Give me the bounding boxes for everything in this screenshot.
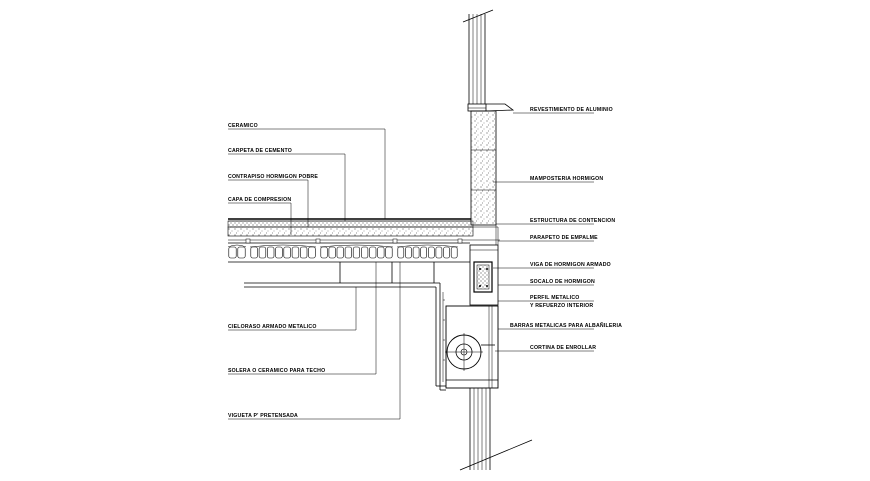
hollow-block [405,246,412,259]
label-revestimiento: REVESTIMIENTO DE ALUMINIO [530,107,613,113]
hollow-block [352,246,361,259]
right-leaders [493,112,594,352]
left-labels: CERAMICO CARPETA DE CEMENTO CONTRAPISO H… [228,123,325,419]
hollow-block [397,246,405,259]
hollow-block [258,246,267,259]
label-cortina: CORTINA DE ENROLLAR [530,345,596,351]
lower-wall [459,388,533,471]
block-top-curve [249,244,317,248]
roller-shutter-box [445,305,499,389]
left-leaders [228,128,401,420]
upper-wall [462,9,494,110]
floor-slab [227,218,500,245]
hollow-block [291,246,300,259]
label-carpeta-cemento: CARPETA DE CEMENTO [228,148,292,154]
label-refuerzo: Y REFUERZO INTERIOR [530,303,593,309]
hollow-block [283,246,291,259]
hollow-block [328,246,336,259]
label-ceramico: CERAMICO [228,123,258,129]
label-parapeto: PARAPETO DE EMPALME [530,235,598,241]
label-vigueta: VIGUETA P' PRETENSADA [228,413,298,419]
label-viga: VIGA DE HORMIGON ARMADO [530,262,611,268]
hollow-block [385,246,393,259]
hollow-block [435,246,443,259]
hollow-block [250,246,258,259]
hollow-block [377,246,385,259]
hollow-block [427,246,435,259]
block-top-curve [396,244,459,248]
hollow-block [320,246,328,259]
label-socalo: SOCALO DE HORMIGON [530,279,595,285]
hollow-block [275,246,283,259]
label-perfil: PERFIL METALICO [530,295,580,301]
concrete-beam [469,244,499,306]
hollow-block [344,246,352,259]
hollow-block [299,246,308,259]
hollow-block [420,246,428,259]
label-contrapiso: CONTRAPISO HORMIGON POBRE [228,174,318,180]
suspended-ceiling [244,262,446,391]
aluminum-sill [467,103,515,112]
joist-marks [245,238,463,244]
right-labels: REVESTIMIENTO DE ALUMINIO MAMPOSTERIA HO… [510,107,622,351]
hollow-block [443,246,450,259]
hollow-block [412,246,420,259]
hollow-block-row [227,242,470,263]
label-mamposteria: MAMPOSTERIA HORMIGON [530,176,603,182]
hollow-block [369,246,377,259]
hollow-block [237,246,246,259]
hollow-block [266,246,275,259]
block-top-curve [227,244,247,248]
hollow-block [228,246,237,259]
hollow-block [450,246,458,259]
hollow-block [361,246,369,259]
masonry-wall [470,110,497,226]
label-solera: SOLERA O CERAMICO PARA TECHO [228,368,325,374]
hollow-block [336,246,344,259]
hollow-block [308,246,316,259]
label-capa-compresion: CAPA DE COMPRESION [228,197,291,203]
block-top-curve [319,244,394,248]
label-barras: BARRAS METALICAS PARA ALBAÑILERIA [510,322,622,329]
label-estructura: ESTRUCTURA DE CONTENCION [530,218,615,224]
label-cieloraso: CIELORASO ARMADO METALICO [228,324,317,330]
